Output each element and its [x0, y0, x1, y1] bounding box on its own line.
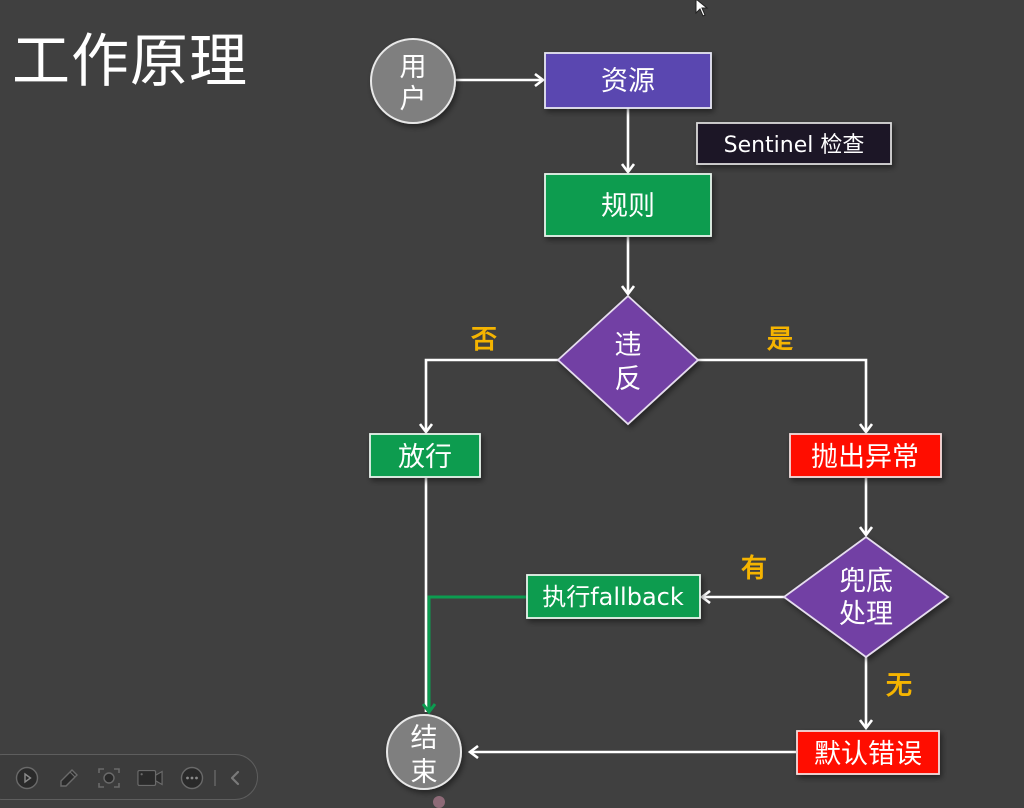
edges [426, 80, 866, 752]
node-fallback-handling: 兜底 处理 [782, 535, 950, 659]
node-violate: 违 反 [556, 294, 700, 426]
toolbar-divider [214, 770, 216, 786]
node-rule: 规则 [544, 173, 712, 237]
pen-icon[interactable] [56, 765, 82, 791]
node-end-line2: 束 [411, 757, 438, 788]
node-end: 结 束 [386, 714, 462, 790]
slide-title: 工作原理 [12, 27, 249, 95]
node-throw-exception-label: 抛出异常 [811, 442, 919, 473]
node-resource-label: 资源 [601, 66, 655, 97]
node-fallback-handling-line2: 处理 [839, 599, 893, 630]
node-rule-label: 规则 [601, 191, 655, 222]
screenshot-icon[interactable] [96, 765, 122, 791]
node-user: 用 户 [370, 38, 456, 124]
laser-pointer-dot [433, 796, 445, 808]
edge-label-yes: 是 [767, 325, 793, 355]
node-sentinel-check-label: Sentinel 检查 [724, 133, 865, 158]
more-icon[interactable] [179, 765, 205, 791]
mouse-cursor-icon [695, 0, 711, 22]
edge-label-none: 无 [886, 671, 912, 701]
camera-icon[interactable] [137, 765, 163, 791]
node-violate-line1: 违 [615, 330, 642, 361]
node-throw-exception: 抛出异常 [789, 433, 942, 478]
collapse-icon[interactable] [222, 765, 248, 791]
edge-execute-end [429, 595, 527, 712]
node-user-line2: 户 [400, 84, 427, 115]
edge-label-has: 有 [741, 554, 767, 584]
node-resource: 资源 [544, 52, 712, 109]
node-end-line1: 结 [411, 723, 438, 754]
node-default-error-label: 默认错误 [814, 739, 922, 770]
node-default-error: 默认错误 [796, 730, 940, 775]
node-pass-label: 放行 [398, 442, 452, 473]
edge-violate-exception [697, 358, 866, 432]
node-pass: 放行 [369, 433, 481, 478]
node-user-line1: 用 [400, 52, 427, 83]
node-fallback-handling-line1: 兜底 [839, 566, 893, 597]
node-violate-line2: 反 [615, 364, 642, 395]
play-icon[interactable] [14, 765, 40, 791]
node-execute-fallback: 执行fallback [526, 574, 701, 619]
node-sentinel-check: Sentinel 检查 [696, 122, 892, 165]
edge-label-no: 否 [471, 325, 497, 355]
edge-violate-pass [426, 358, 560, 432]
node-execute-fallback-label: 执行fallback [542, 583, 684, 611]
